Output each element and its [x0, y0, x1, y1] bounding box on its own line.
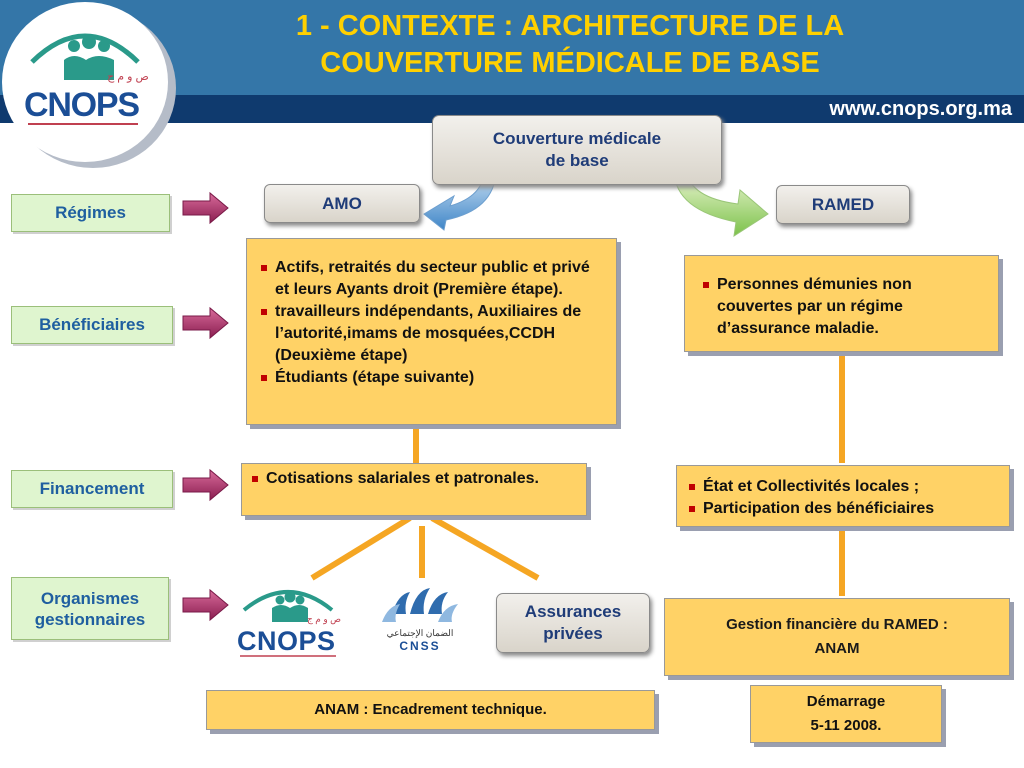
arrow-organismes-icon — [182, 588, 229, 622]
amo-label: AMO — [322, 193, 362, 213]
cnops-logo-icon: ص و م ج CNOPS — [24, 33, 149, 125]
amo-beneficiaires-box: Actifs, retraités du secteur public et p… — [246, 238, 617, 425]
ramed-financement-box: État et Collectivités locales ; Particip… — [676, 465, 1010, 527]
cnss-organisme-arabic: الضمان الإجتماعي — [387, 628, 454, 639]
top-box-line2: de base — [545, 151, 609, 170]
orange-connectors — [310, 355, 845, 596]
top-box-line1: Couverture médicale — [492, 129, 662, 148]
header-band — [0, 0, 1024, 95]
label-regimes-text: Régimes — [55, 203, 126, 222]
ramed-label: RAMED — [811, 194, 875, 214]
cnops-organisme-logo-icon: ص و م ج CNOPS — [237, 590, 341, 657]
website-link[interactable]: www.cnops.org.ma — [829, 98, 1012, 120]
amo-financement-box: Cotisations salariales et patronales. — [241, 463, 587, 516]
logo-text: CNOPS — [24, 86, 140, 124]
cnops-organisme-text: CNOPS — [237, 626, 335, 656]
title-line-2: COUVERTURE MÉDICALE DE BASE — [320, 47, 820, 79]
demarrage-box: Démarrage 5-11 2008. — [750, 685, 942, 743]
arrow-regimes-icon — [182, 191, 229, 225]
title-line-1: 1 - CONTEXTE : ARCHITECTURE DE LA — [295, 10, 845, 42]
ramed-beneficiaire-item: Personnes démunies non couvertes par un … — [695, 274, 990, 340]
cnops-organisme-arabic: ص و م ج — [307, 614, 341, 625]
label-beneficiaires: Bénéficiaires — [11, 306, 173, 344]
anam-box: ANAM : Encadrement technique. — [206, 690, 655, 730]
ramed-financement-item: État et Collectivités locales ; — [681, 476, 1003, 498]
row-arrows — [182, 191, 229, 622]
amo-beneficiaire-item: Actifs, retraités du secteur public et p… — [253, 257, 608, 301]
anam-text: ANAM : Encadrement technique. — [314, 701, 547, 718]
header-logo: ص و م ج CNOPS — [2, 2, 168, 162]
logo-arabic: ص و م ج — [107, 71, 149, 83]
label-organismes-line2: gestionnaires — [34, 609, 146, 629]
ramed-box: RAMED — [776, 185, 910, 224]
assurances-line1: Assurances — [524, 602, 622, 621]
label-financement: Financement — [11, 470, 173, 508]
assurances-line2: privées — [543, 624, 603, 643]
assurances-privees-box: Assurances privées — [496, 593, 650, 653]
label-organismes-line1: Organismes — [40, 588, 140, 608]
ramed-financement-item: Participation des bénéficiaires — [681, 498, 1003, 520]
amo-box: AMO — [264, 184, 420, 223]
amo-financement-item: Cotisations salariales et patronales. — [244, 468, 578, 490]
ramed-gestion-box: Gestion financière du RAMED : ANAM — [664, 598, 1010, 676]
ramed-gestion-line2: ANAM — [814, 640, 860, 657]
cnss-organisme-logo-icon: الضمان الإجتماعي CNSS — [382, 588, 458, 653]
label-beneficiaires-text: Bénéficiaires — [39, 315, 145, 334]
label-organismes: Organismes gestionnaires — [11, 577, 169, 640]
ramed-beneficiaires-box: Personnes démunies non couvertes par un … — [684, 255, 999, 352]
ramed-gestion-line1: Gestion financière du RAMED : — [726, 616, 948, 633]
label-regimes: Régimes — [11, 194, 170, 232]
curved-arrow-amo-icon — [423, 169, 497, 231]
amo-beneficiaire-item: travailleurs indépendants, Auxiliaires d… — [253, 301, 608, 367]
cnss-organisme-text: CNSS — [399, 639, 440, 653]
amo-beneficiaire-item: Étudiants (étape suivante) — [253, 367, 608, 389]
demarrage-line1: Démarrage — [806, 693, 886, 710]
top-box-couverture: Couverture médicale de base — [432, 115, 722, 185]
arrow-financement-icon — [182, 468, 229, 502]
demarrage-line2: 5-11 2008. — [810, 717, 882, 734]
slide-title: 1 - CONTEXTE : ARCHITECTURE DE LA COUVER… — [190, 8, 950, 82]
label-financement-text: Financement — [39, 479, 145, 498]
arrow-beneficiaires-icon — [182, 306, 229, 340]
